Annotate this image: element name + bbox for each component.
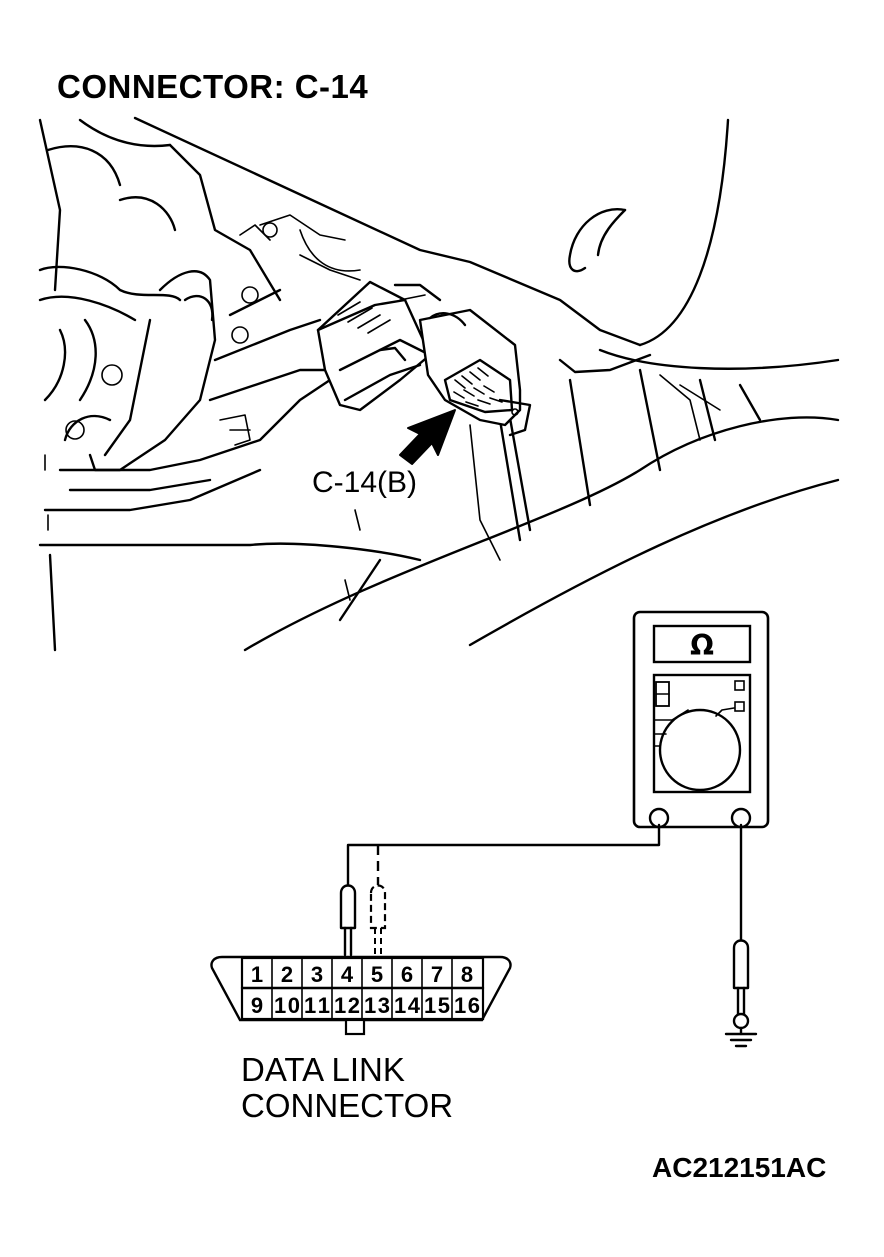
ohmmeter: Ω [632, 610, 770, 829]
dlc-label-line1: DATA LINK [241, 1051, 405, 1088]
c14-connector [316, 280, 532, 437]
dlc-pin-number: 4 [341, 962, 354, 987]
dlc-pin-number: 16 [454, 993, 480, 1018]
dial-icon [658, 708, 742, 792]
dlc-pin-number: 10 [274, 993, 300, 1018]
dlc-pin-number: 3 [311, 962, 323, 987]
dlc-pin-number: 2 [281, 962, 293, 987]
figure-code: AC212151AC [652, 1152, 827, 1183]
dashboard-linework [38, 116, 840, 652]
dlc-pin-number: 1 [251, 962, 263, 987]
dlc-pin-number: 11 [304, 993, 330, 1018]
dlc-label-line2: CONNECTOR [241, 1087, 453, 1124]
pointer-arrow-icon [399, 409, 456, 465]
ground-icon [724, 1032, 758, 1048]
diagram-title: CONNECTOR: C-14 [57, 68, 369, 105]
dlc-pin-number: 13 [364, 993, 390, 1018]
ohm-symbol: Ω [690, 629, 714, 662]
connector-callout-label: C-14(B) [312, 466, 417, 499]
dlc-pin-number: 8 [461, 962, 473, 987]
dlc-pin-number: 14 [394, 993, 421, 1018]
dlc-pin-number: 5 [371, 962, 383, 987]
dlc-pin-number: 7 [431, 962, 443, 987]
data-link-connector [210, 955, 512, 1036]
test-leads [339, 823, 758, 1048]
dlc-pin-number: 12 [334, 993, 360, 1018]
dlc-pin-number: 6 [401, 962, 413, 987]
dlc-pin-number: 15 [424, 993, 450, 1018]
dlc-pin-number: 9 [251, 993, 263, 1018]
